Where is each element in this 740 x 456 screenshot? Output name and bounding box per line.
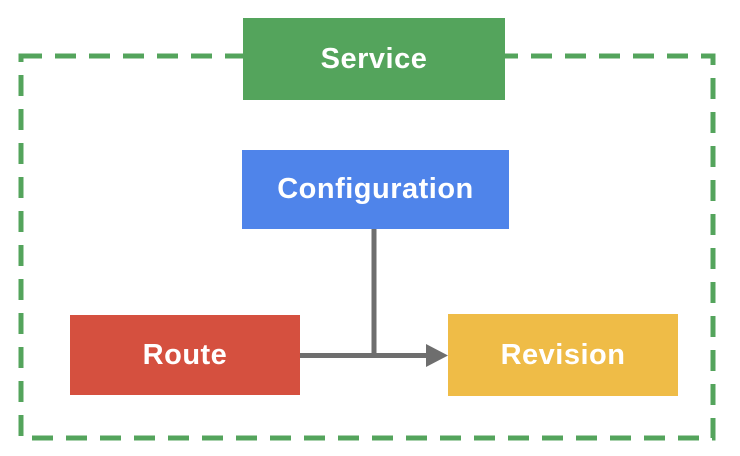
- node-configuration-label: Configuration: [277, 173, 474, 205]
- node-service: Service: [243, 18, 505, 100]
- node-service-label: Service: [320, 42, 428, 75]
- node-route-label: Route: [142, 338, 228, 371]
- node-configuration: Configuration: [242, 150, 509, 229]
- node-revision-label: Revision: [500, 338, 626, 371]
- node-route: Route: [70, 315, 300, 395]
- arrowhead-icon: [426, 344, 448, 367]
- node-revision: Revision: [448, 314, 678, 396]
